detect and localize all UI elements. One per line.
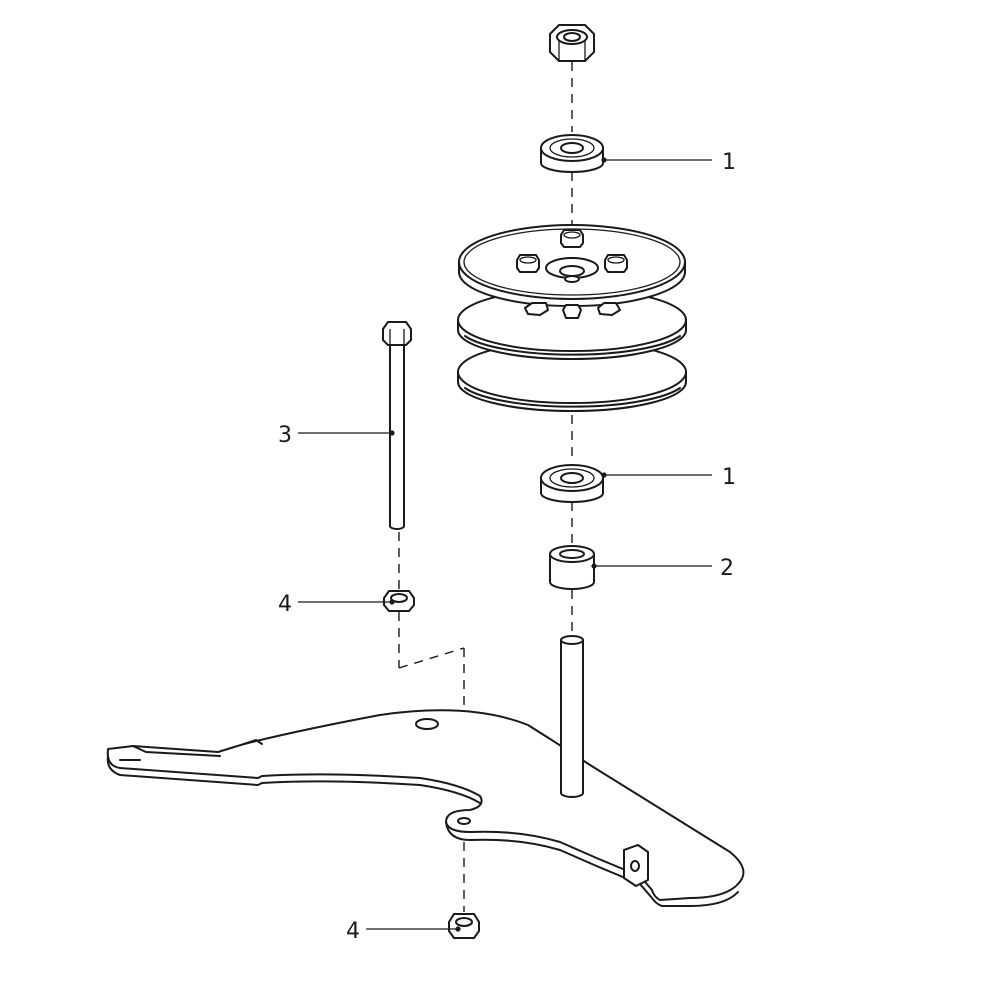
top-hex-nut <box>549 24 595 62</box>
callout-nut-bottom: 4 <box>346 919 461 944</box>
callout-label: 4 <box>346 919 360 944</box>
mounting-bracket <box>106 709 745 907</box>
callout-bolt: 3 <box>278 423 395 448</box>
callout-label: 1 <box>722 150 736 175</box>
long-bolt <box>382 321 412 530</box>
bolt-axis <box>398 532 465 912</box>
pulley-shaft <box>560 635 584 798</box>
middle-hex-nut <box>383 590 415 612</box>
bottom-bearing <box>540 464 604 503</box>
callout-label: 1 <box>722 465 736 490</box>
pulley <box>457 224 687 412</box>
spacer-sleeve <box>549 545 595 590</box>
callout-label: 3 <box>278 423 292 448</box>
bottom-hex-nut <box>448 913 480 939</box>
callout-label: 2 <box>720 556 734 581</box>
callout-bearing-bottom: 1 <box>601 465 736 490</box>
callout-bearing-top: 1 <box>601 150 736 175</box>
callout-nut-middle: 4 <box>278 592 395 617</box>
callout-spacer: 2 <box>591 556 734 581</box>
top-bearing <box>540 134 604 173</box>
callout-label: 4 <box>278 592 292 617</box>
